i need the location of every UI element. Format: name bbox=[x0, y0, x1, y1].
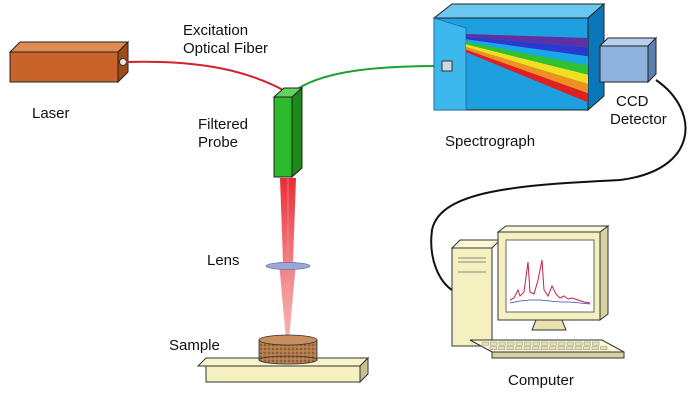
keyboard-key bbox=[591, 346, 599, 350]
keyboard-key bbox=[549, 341, 557, 346]
keyboard-key bbox=[575, 341, 583, 346]
dispersed-spectrum bbox=[466, 34, 588, 103]
label-excitation-fiber-line1: Excitation bbox=[183, 22, 249, 39]
keyboard-key bbox=[540, 346, 548, 350]
spectrum-band bbox=[466, 39, 588, 66]
keyboard-key bbox=[600, 346, 608, 350]
keyboard-key bbox=[515, 346, 523, 350]
keyboard-key bbox=[566, 346, 574, 350]
keyboard-key bbox=[592, 341, 600, 346]
keyboard-key bbox=[583, 341, 591, 346]
filtered-probe bbox=[272, 86, 304, 179]
screen-spectrum bbox=[509, 259, 591, 304]
label-lens: Lens bbox=[207, 252, 240, 269]
ccd-detector bbox=[598, 36, 658, 84]
laser-aperture bbox=[119, 58, 127, 66]
keyboard-key bbox=[490, 341, 498, 346]
spectrograph bbox=[432, 2, 606, 112]
spectrum-band bbox=[466, 36, 588, 57]
laser bbox=[8, 40, 130, 84]
keyboard-key bbox=[532, 346, 540, 350]
keyboard-key bbox=[489, 346, 497, 350]
spectrum-band bbox=[466, 49, 588, 103]
computer-tower bbox=[450, 239, 502, 347]
label-ccd-line1: CCD bbox=[616, 93, 649, 110]
lens bbox=[265, 262, 311, 270]
entrance-slit bbox=[441, 60, 453, 72]
label-sample: Sample bbox=[169, 337, 220, 354]
label-filtered-probe: Filtered Probe bbox=[198, 116, 248, 152]
sample bbox=[258, 334, 318, 365]
label-laser: Laser bbox=[32, 105, 70, 122]
keyboard-key bbox=[566, 341, 574, 346]
label-spectrograph: Spectrograph bbox=[445, 133, 536, 150]
keyboard-key bbox=[532, 341, 540, 346]
computer-monitor bbox=[496, 225, 610, 331]
spectrum-band bbox=[466, 47, 588, 94]
keyboard-key bbox=[506, 346, 514, 350]
keyboard-keys bbox=[481, 341, 608, 350]
label-excitation-fiber: Excitation Optical Fiber bbox=[183, 22, 268, 58]
sample-stage bbox=[196, 356, 370, 384]
keyboard-key bbox=[541, 341, 549, 346]
keyboard-key bbox=[523, 346, 531, 350]
spectrum-band bbox=[466, 44, 588, 84]
keyboard-key bbox=[583, 346, 591, 350]
collection-fiber bbox=[291, 65, 443, 94]
label-filtered-probe-line1: Filtered bbox=[198, 116, 249, 133]
keyboard-key bbox=[507, 341, 515, 346]
data-cable bbox=[430, 79, 687, 291]
spectrum-band bbox=[466, 41, 588, 75]
label-ccd-detector: CCD Detector bbox=[610, 93, 667, 129]
keyboard-key bbox=[481, 341, 489, 346]
keyboard-key bbox=[524, 341, 532, 346]
keyboard-key bbox=[558, 341, 566, 346]
keyboard-key bbox=[574, 346, 582, 350]
keyboard-key bbox=[515, 341, 523, 346]
label-computer: Computer bbox=[508, 372, 574, 389]
label-ccd-line2: Detector bbox=[610, 111, 667, 128]
spectrum-band bbox=[466, 34, 588, 48]
keyboard-key bbox=[549, 346, 557, 350]
keyboard bbox=[469, 339, 625, 359]
label-filtered-probe-line2: Probe bbox=[198, 134, 239, 151]
excitation-fiber bbox=[125, 60, 293, 96]
label-excitation-fiber-line2: Optical Fiber bbox=[183, 40, 269, 57]
keyboard-key bbox=[498, 341, 506, 346]
keyboard-key bbox=[557, 346, 565, 350]
keyboard-key bbox=[498, 346, 506, 350]
